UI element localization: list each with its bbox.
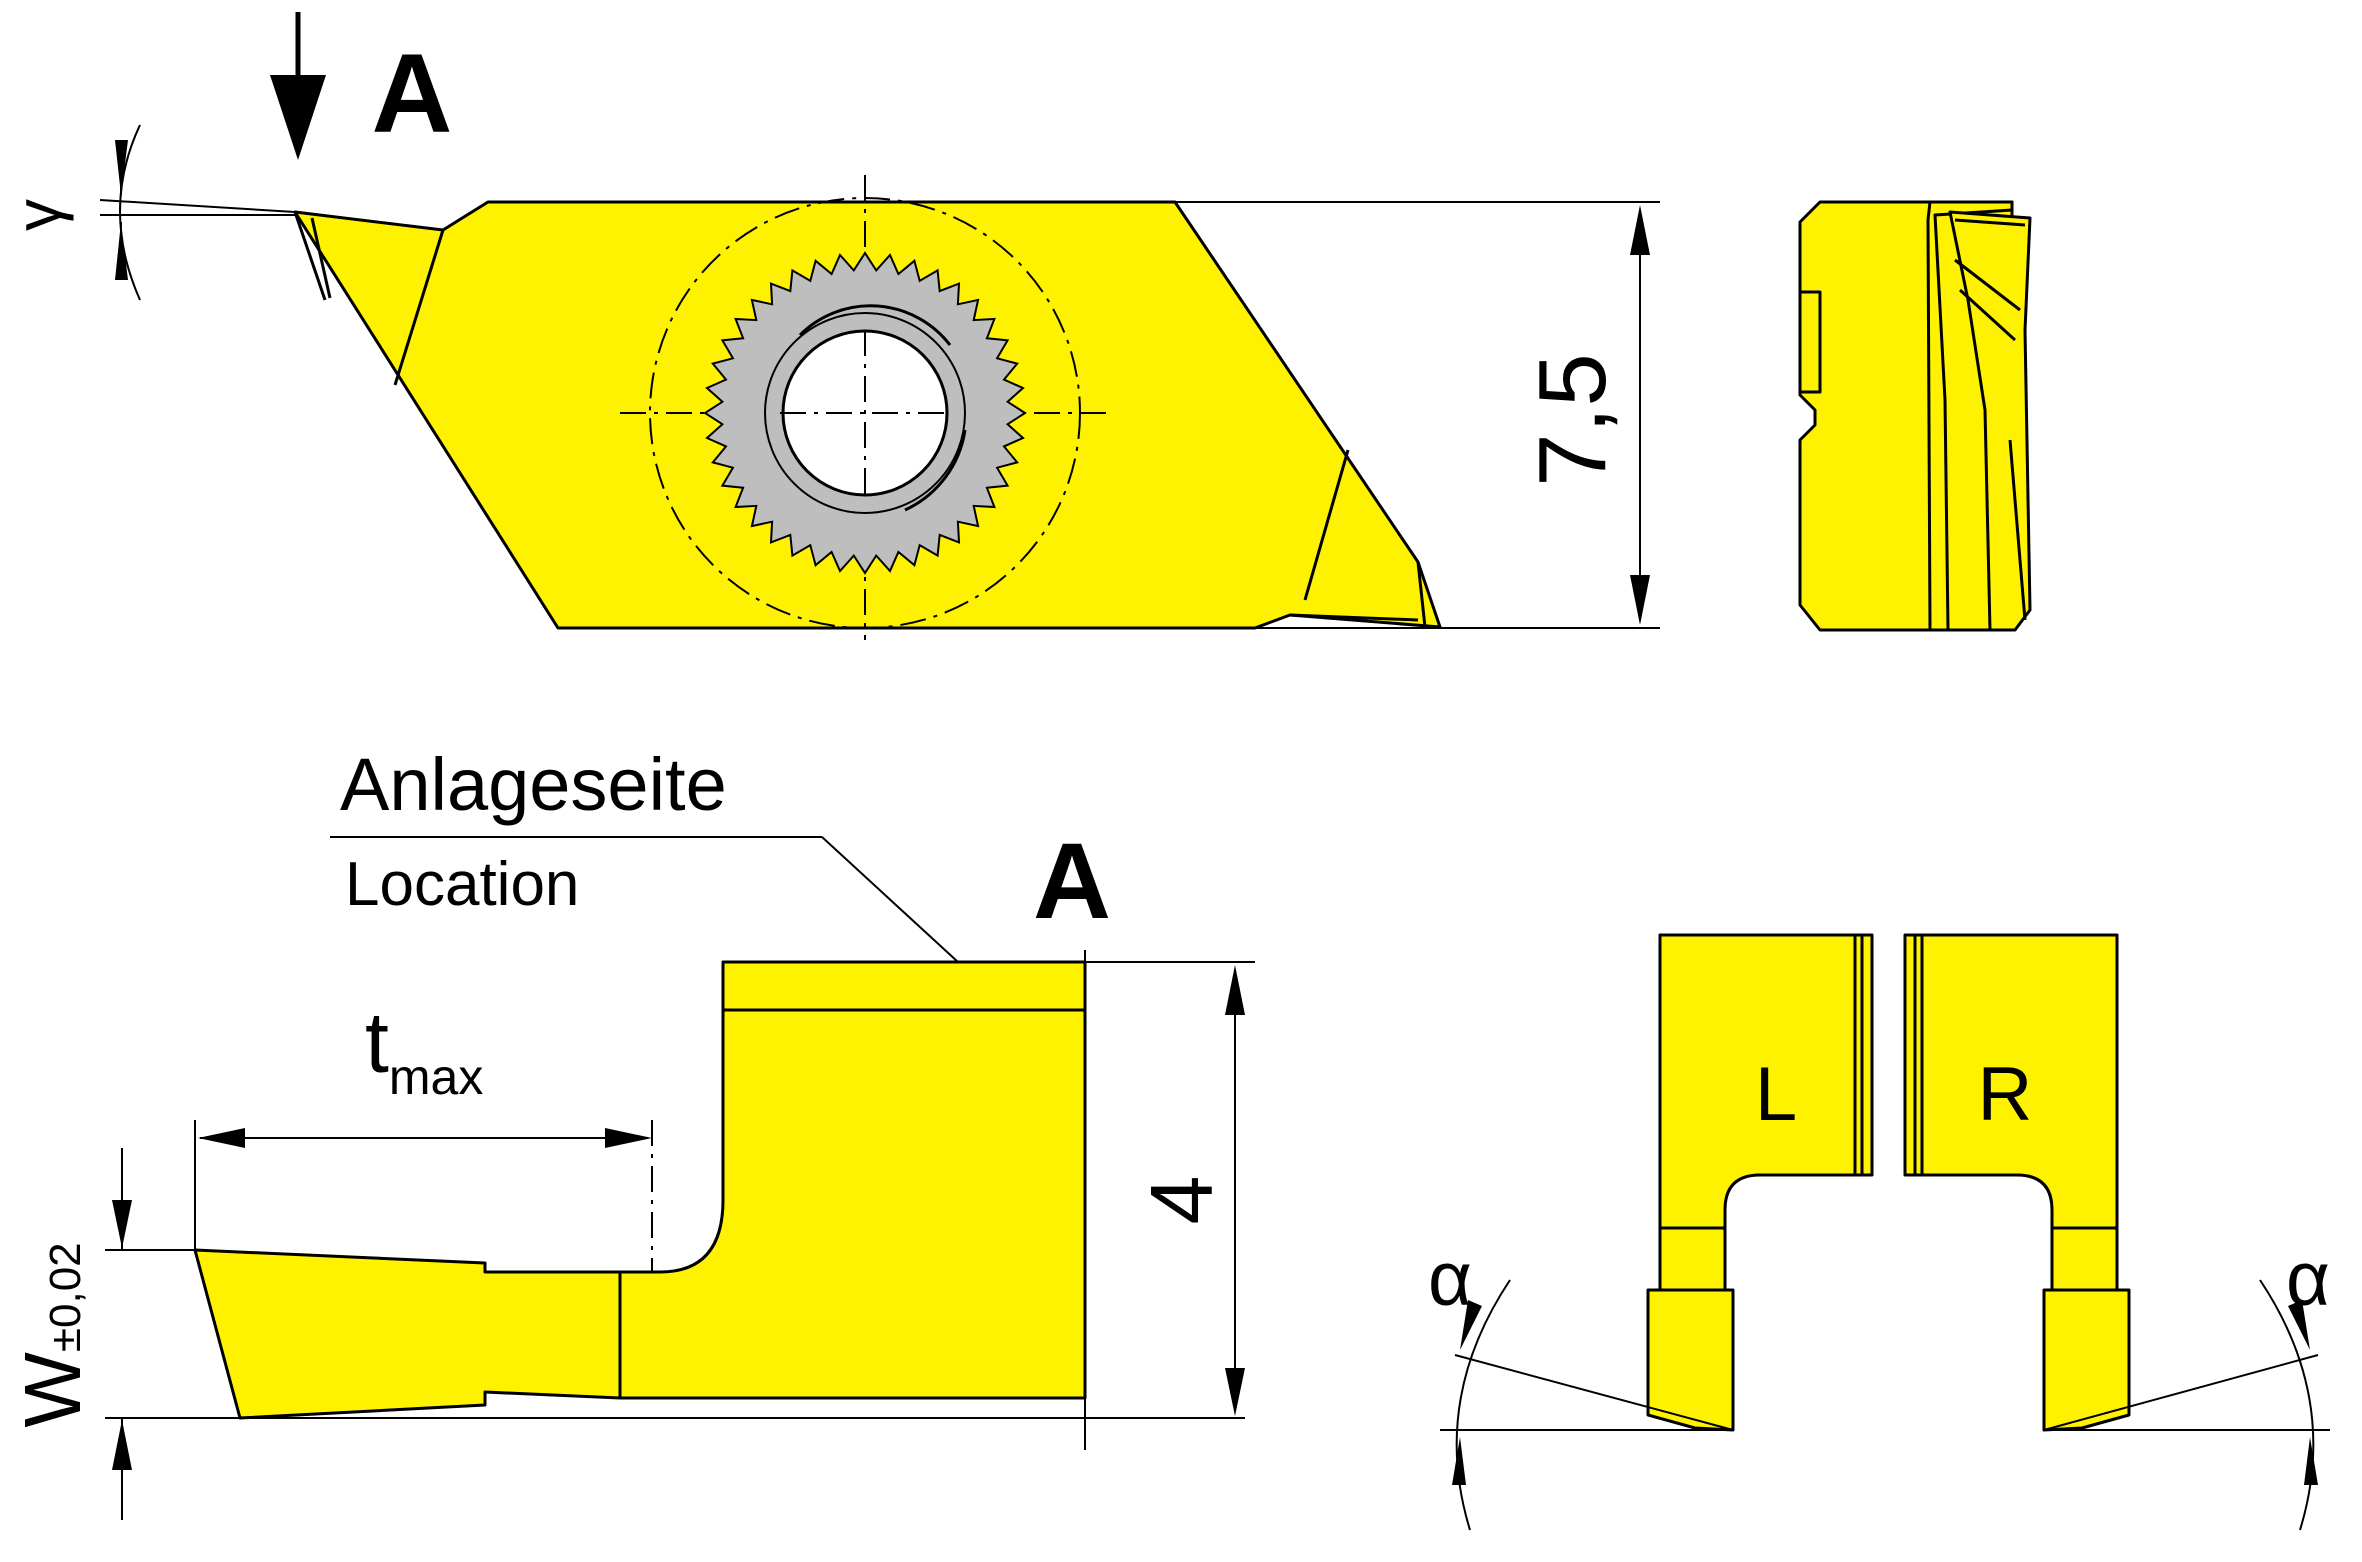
tmax-dimension: tmax (194, 995, 653, 1272)
hand-left-label: L (1755, 1052, 1797, 1137)
view-arrow-top-label: A (372, 31, 453, 156)
front-view-insert (193, 950, 1087, 1450)
alpha-angle-right: α (2043, 1237, 2330, 1531)
tmax-label: tmax (365, 995, 483, 1105)
side-view-insert (1798, 200, 2032, 632)
height-dimension-side: 4 (1085, 961, 1255, 1416)
alpha-left-label: α (1428, 1237, 1472, 1322)
left-hand-insert: L (1646, 933, 1874, 1432)
width-dimension: W±0,02 (8, 1148, 1245, 1520)
view-arrow-bottom-label: A (1033, 820, 1111, 941)
height-top-label: 7,5 (1519, 353, 1626, 486)
alpha-angle-left: α (1428, 1237, 1734, 1531)
width-label: W±0,02 (8, 1242, 97, 1427)
gamma-label: γ (2, 199, 74, 231)
gamma-angle-dimension: γ (2, 124, 296, 301)
height-side-label: 4 (1132, 1176, 1231, 1225)
view-arrow-top: A (270, 12, 452, 160)
location-en-label: Location (345, 850, 579, 919)
location-note: Anlageseite Location (330, 743, 959, 963)
alpha-right-label: α (2286, 1237, 2330, 1322)
serrated-hub (703, 251, 1027, 575)
hand-right-label: R (1978, 1052, 2033, 1137)
right-hand-insert: R (1903, 933, 2131, 1432)
location-de-label: Anlageseite (340, 743, 727, 826)
height-dimension-top: 7,5 (1175, 201, 1660, 629)
